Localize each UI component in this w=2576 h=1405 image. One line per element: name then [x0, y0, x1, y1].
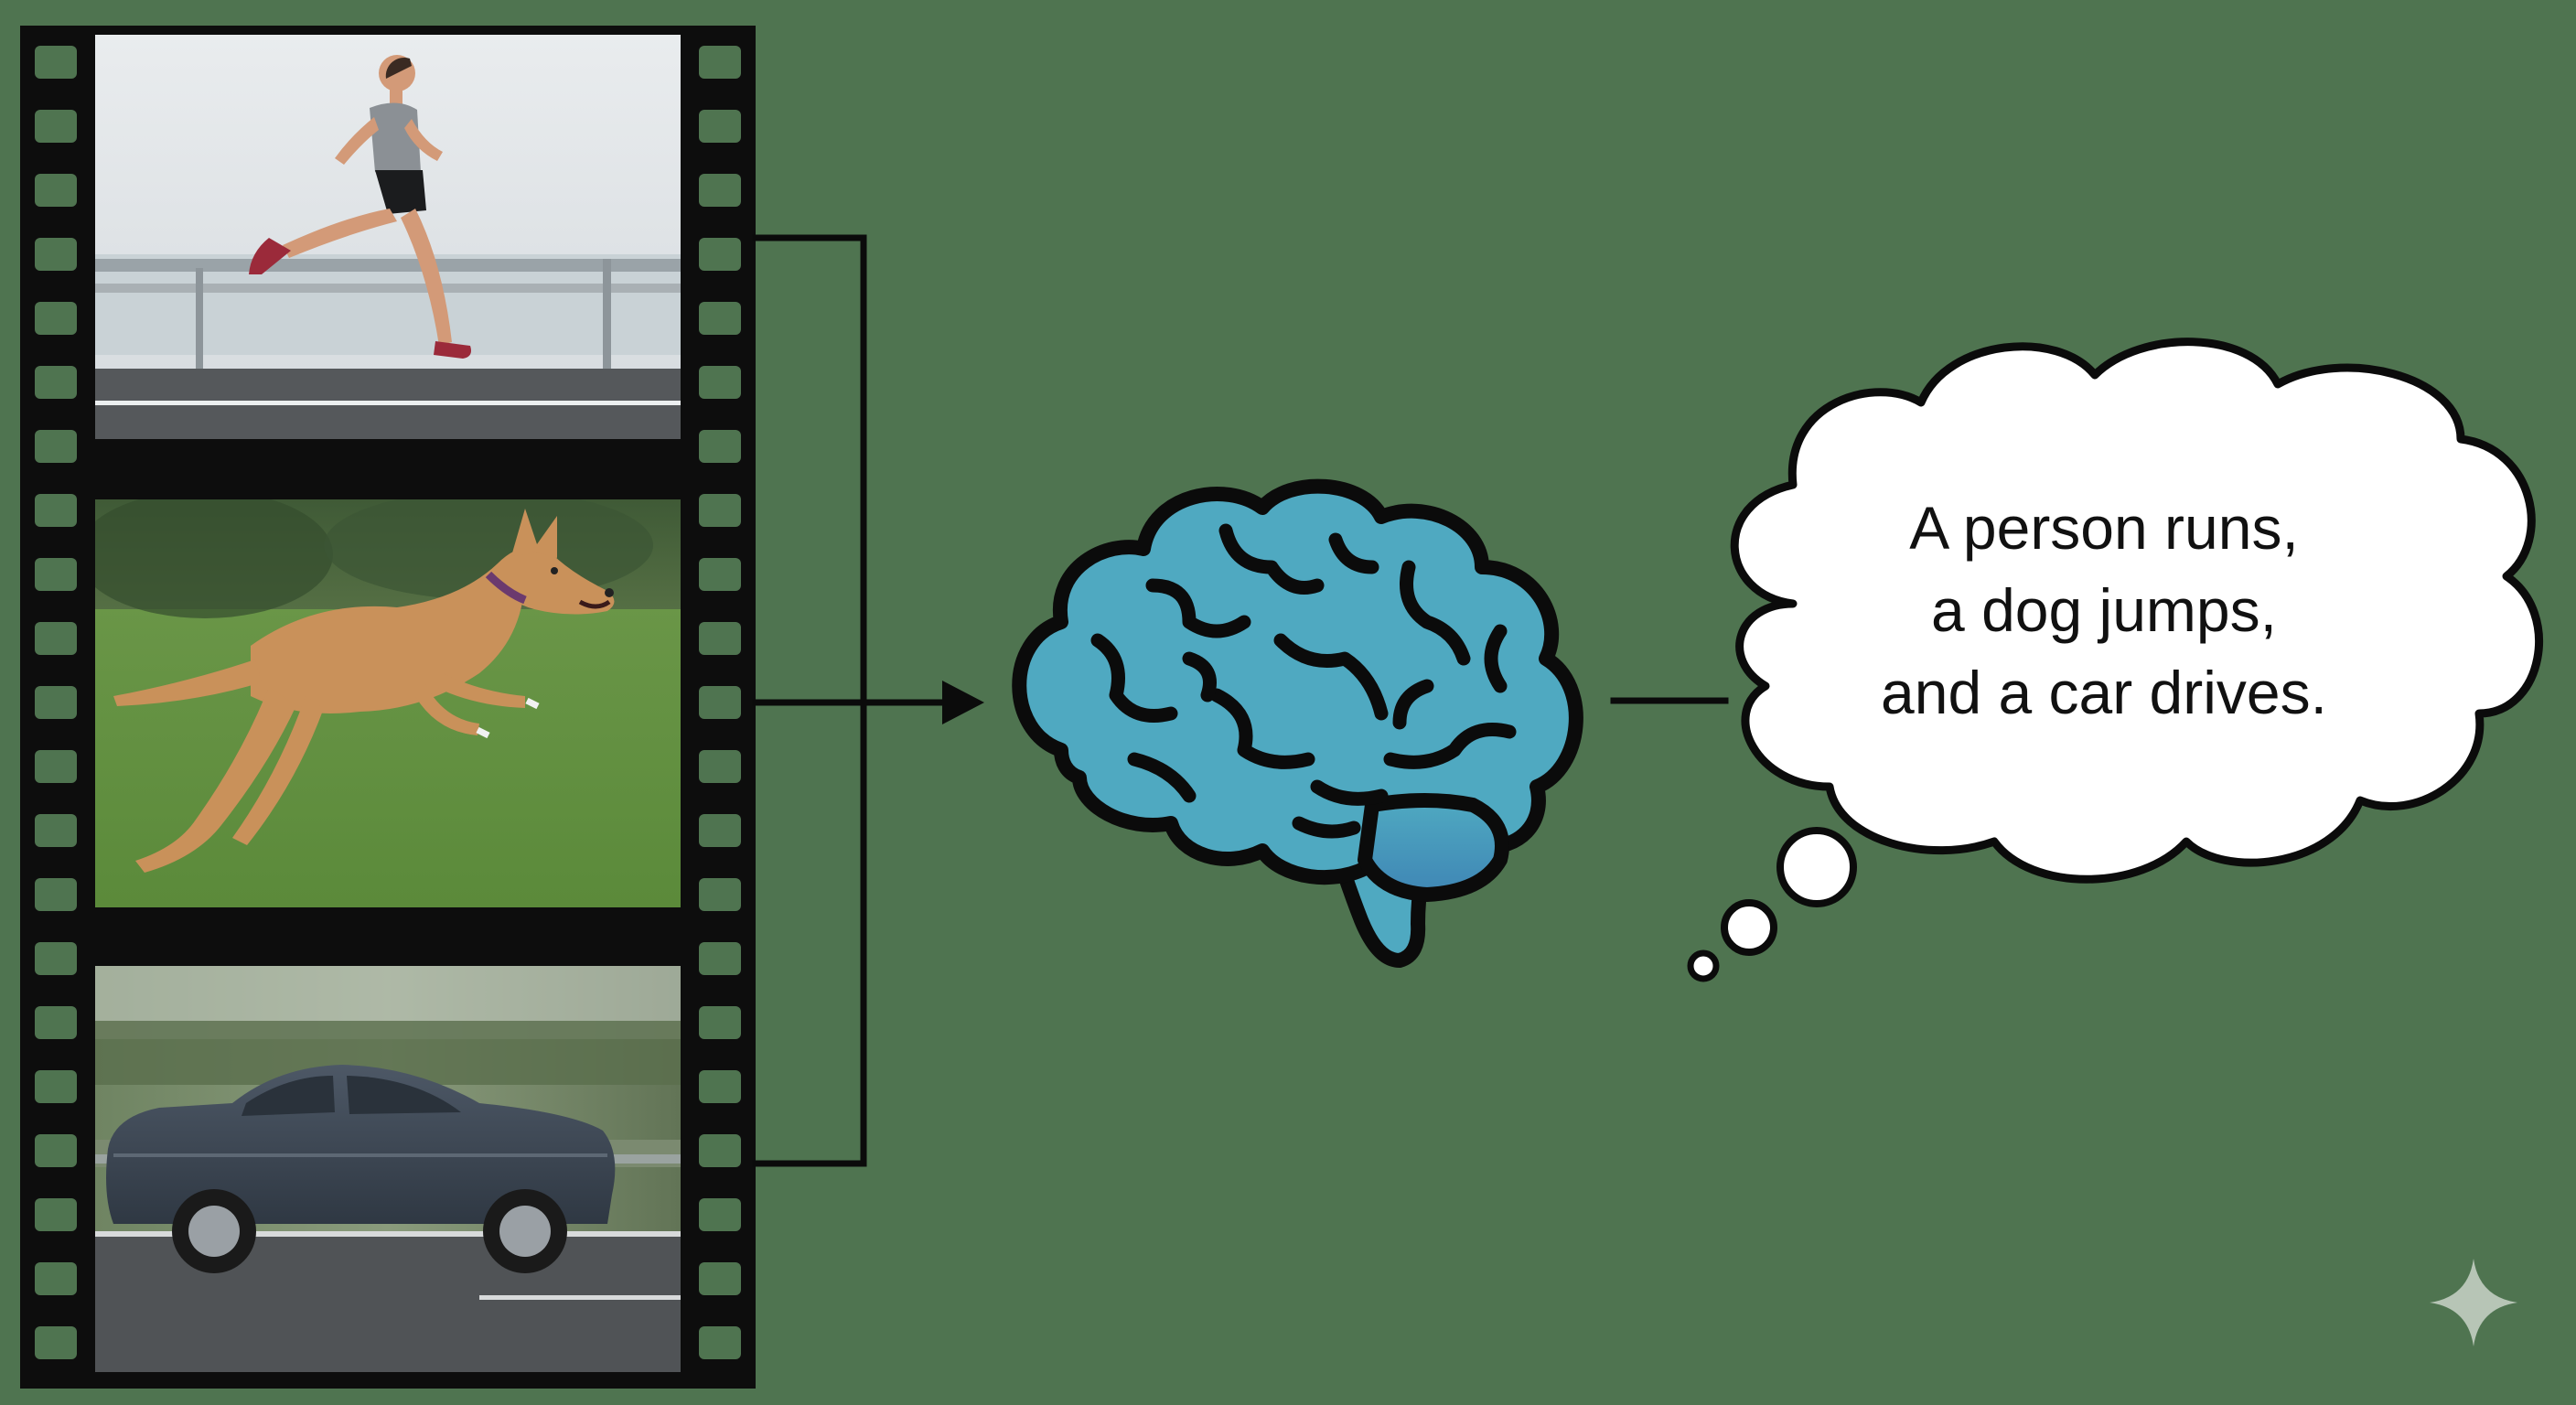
sprocket-hole [35, 1198, 77, 1231]
sprocket-hole [35, 174, 77, 207]
bubble-cloud [1730, 338, 2543, 884]
sprocket-hole [699, 494, 741, 527]
sprocket-hole [35, 558, 77, 591]
sprocket-hole [35, 302, 77, 335]
sprocket-hole [35, 494, 77, 527]
sprocket-hole [699, 1262, 741, 1295]
sprocket-hole [35, 1006, 77, 1039]
sprocket-hole [699, 110, 741, 143]
arrow-head [942, 681, 984, 724]
sprocket-hole [35, 1070, 77, 1103]
sprocket-hole [35, 622, 77, 655]
car-wheels [172, 1189, 567, 1273]
connector-lines [752, 234, 1729, 1167]
sprocket-hole [35, 1262, 77, 1295]
brain-icon [1012, 478, 1583, 968]
sprocket-hole [35, 1134, 77, 1167]
sprocket-hole [35, 942, 77, 975]
sprocket-hole [35, 686, 77, 719]
sprocket-holes [35, 46, 741, 1359]
sprocket-hole [699, 1198, 741, 1231]
sprocket-hole [699, 1070, 741, 1103]
sprocket-hole [35, 366, 77, 399]
sprocket-hole [699, 46, 741, 79]
sprocket-hole [699, 238, 741, 271]
sprocket-hole [35, 46, 77, 79]
bubble-text-line-1: A person runs, [1909, 494, 2299, 562]
sprocket-hole [699, 942, 741, 975]
sprocket-hole [699, 558, 741, 591]
frame-runner [95, 35, 681, 439]
dog-photo [95, 499, 681, 907]
sprocket-hole [699, 430, 741, 463]
sprocket-hole [699, 814, 741, 847]
bubble-text-line-3: and a car drives. [1881, 659, 2327, 726]
sprocket-hole [699, 174, 741, 207]
frame-car [95, 966, 681, 1372]
car-photo [95, 966, 681, 1372]
sprocket-hole [35, 878, 77, 911]
sprocket-hole [35, 750, 77, 783]
sprocket-hole [35, 1326, 77, 1359]
sprocket-hole [35, 110, 77, 143]
bubble-dot-large [1776, 827, 1857, 907]
sprocket-hole [699, 750, 741, 783]
sprocket-hole [35, 238, 77, 271]
sprocket-hole [699, 1326, 741, 1359]
sprocket-hole [699, 1006, 741, 1039]
sprocket-hole [699, 878, 741, 911]
sprocket-hole [699, 366, 741, 399]
bubble-dot-medium [1721, 899, 1777, 956]
sprocket-hole [35, 430, 77, 463]
sprocket-hole [699, 622, 741, 655]
runner-photo [95, 35, 681, 439]
sprocket-hole [35, 814, 77, 847]
sparkle-icon [2430, 1259, 2517, 1346]
sprocket-hole [699, 302, 741, 335]
sprocket-hole [699, 686, 741, 719]
thought-bubble: A person runs, a dog jumps, and a car dr… [1687, 338, 2543, 982]
frame-dog [95, 499, 681, 907]
sprocket-hole [699, 1134, 741, 1167]
bubble-text-line-2: a dog jumps, [1931, 576, 2277, 644]
bubble-dot-small [1687, 949, 1720, 982]
